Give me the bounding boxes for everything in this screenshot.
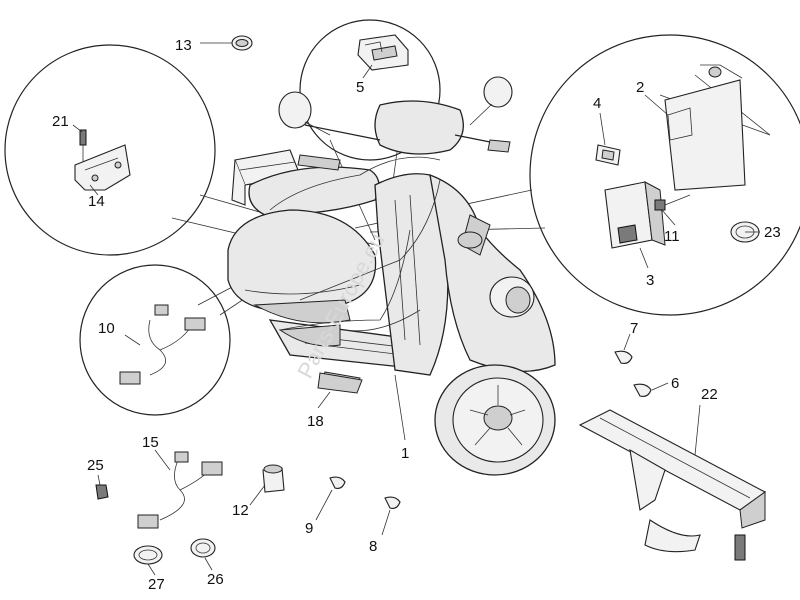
bracket-assembly-part-22 — [578, 409, 767, 561]
detail-circle-ecu — [529, 34, 800, 316]
callout-21: 21 — [52, 113, 69, 130]
callout-2: 2 — [636, 79, 644, 96]
control-unit-part — [604, 181, 666, 249]
clip-part-9 — [329, 476, 346, 489]
callout-15: 15 — [142, 434, 159, 451]
callout-26: 26 — [207, 571, 224, 588]
callout-10: 10 — [98, 320, 115, 337]
callout-14: 14 — [88, 193, 105, 210]
callout-12: 12 — [232, 502, 249, 519]
callout-4: 4 — [593, 95, 601, 112]
callout-25: 25 — [87, 457, 104, 474]
clip-part-8 — [384, 496, 401, 509]
clamp-part — [231, 35, 253, 51]
clip-part-7 — [614, 350, 633, 364]
bracket-part — [74, 129, 131, 191]
callout-22: 22 — [701, 386, 718, 403]
callout-5: 5 — [356, 79, 364, 96]
ring-part-27 — [133, 545, 163, 565]
detail-circles — [4, 19, 800, 416]
detail-circle-harness — [79, 264, 231, 416]
callout-7: 7 — [630, 320, 638, 337]
callout-8: 8 — [369, 538, 377, 555]
callout-27: 27 — [148, 576, 165, 593]
detail-circle-bracket — [4, 44, 216, 256]
callout-13: 13 — [175, 37, 192, 54]
callout-6: 6 — [671, 375, 679, 392]
clip-part-6 — [633, 383, 652, 397]
screw-part — [654, 194, 691, 211]
callout-18: 18 — [307, 413, 324, 430]
fuse-part — [595, 144, 621, 166]
harness-part-15 — [137, 451, 223, 529]
callout-9: 9 — [305, 520, 313, 537]
callout-11: 11 — [664, 228, 680, 245]
harness-part-10 — [119, 304, 206, 385]
detail-circle-relay — [299, 19, 441, 161]
callout-23: 23 — [764, 224, 781, 241]
callout-1: 1 — [401, 445, 409, 462]
ring-part-26 — [190, 538, 216, 558]
leader-lines — [72, 42, 760, 576]
scooter-illustration — [227, 76, 556, 476]
relay-part — [357, 34, 409, 71]
grommet-part-12 — [262, 464, 285, 493]
callout-3: 3 — [646, 272, 654, 289]
callout-labels: 1 2 3 4 5 6 7 8 9 10 11 12 13 14 15 18 2… — [52, 37, 781, 593]
connector-part-25 — [95, 484, 109, 500]
mounting-plate-part — [664, 64, 746, 191]
